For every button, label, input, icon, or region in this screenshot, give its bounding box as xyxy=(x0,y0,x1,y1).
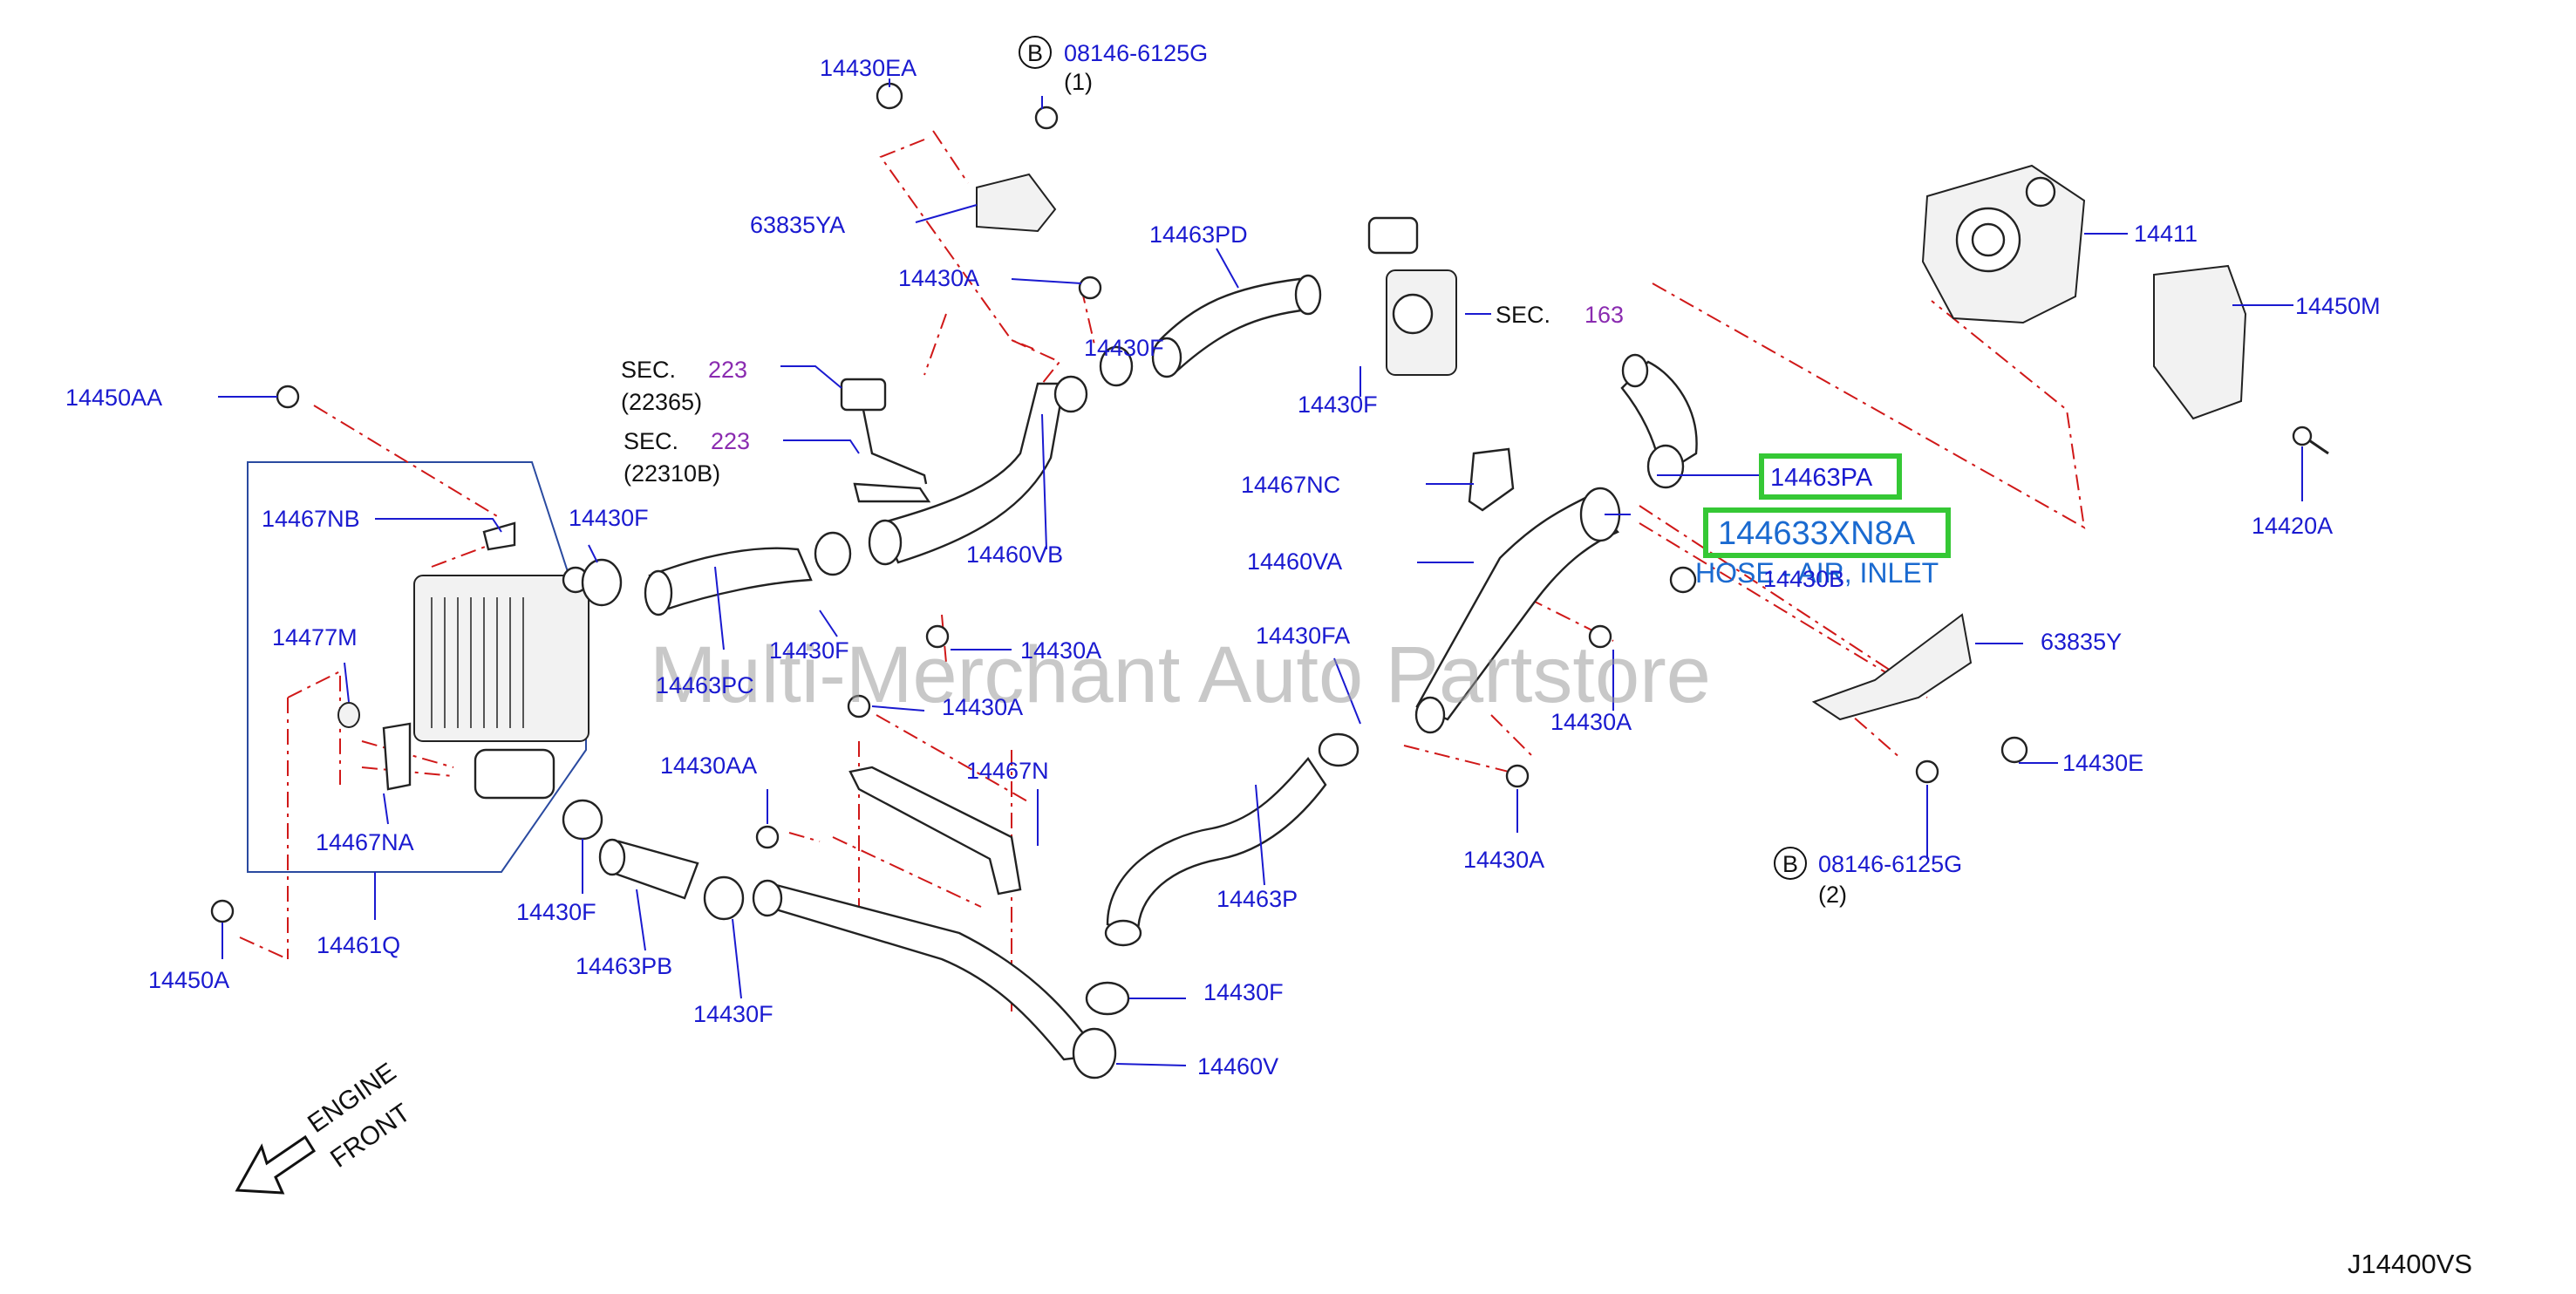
throttle-body xyxy=(1367,216,1457,376)
sec-223b-label: SEC. xyxy=(624,428,678,454)
sec-223a-ref: (22365) xyxy=(621,389,702,415)
bracket-14467NC xyxy=(1468,447,1515,512)
label-14430A-top[interactable]: 14430A xyxy=(898,265,979,291)
label-14460VA[interactable]: 14460VA xyxy=(1247,548,1342,575)
qty-top: (1) xyxy=(1064,69,1093,95)
label-14477M[interactable]: 14477M xyxy=(272,624,358,650)
qty-bottom: (2) xyxy=(1818,882,1847,908)
sec-223b-number[interactable]: 223 xyxy=(711,428,750,454)
heat-shield-63835Y xyxy=(1811,613,1973,721)
b-circle-icon xyxy=(1019,36,1052,69)
highlight-part-description: HOSE - AIR, INLET xyxy=(1695,557,1939,589)
highlight-box-part-number xyxy=(1703,507,1951,558)
intercooler-brackets xyxy=(337,521,516,791)
label-14467NB[interactable]: 14467NB xyxy=(262,506,360,532)
diagram-code: J14400VS xyxy=(2348,1249,2472,1279)
label-14450AA[interactable]: 14450AA xyxy=(65,385,162,411)
hose-14463PA xyxy=(1620,353,1698,489)
highlight-part-number[interactable]: 144633XN8A xyxy=(1718,515,1916,552)
front-arrow-icon xyxy=(235,1134,317,1195)
label-14430F-lowmid[interactable]: 14430F xyxy=(769,637,849,664)
label-14467NC[interactable]: 14467NC xyxy=(1241,472,1340,498)
label-14450M[interactable]: 14450M xyxy=(2295,293,2381,319)
engine-front-indicator: ENGINE FRONT xyxy=(235,1058,416,1195)
watermark: Multi-Merchant Auto Partstore xyxy=(650,630,1711,719)
b-circle-letter: B xyxy=(1027,40,1043,66)
bolt-14420A xyxy=(2292,426,2329,455)
label-14460V[interactable]: 14460V xyxy=(1197,1053,1278,1079)
label-14430F-left[interactable]: 14430F xyxy=(569,505,649,531)
bracket-63835YA xyxy=(976,173,1057,233)
b-circle-letter-bottom: B xyxy=(1782,851,1798,877)
clamp-14430F-mid xyxy=(1099,345,1134,387)
clamps-lower xyxy=(562,799,1130,1016)
clamp-14430F-left xyxy=(581,531,852,607)
pipe-14460VA xyxy=(1414,487,1621,734)
intercooler-group-outline xyxy=(247,461,587,873)
label-14463PD[interactable]: 14463PD xyxy=(1149,221,1248,248)
label-14430B[interactable]: 14430B xyxy=(1763,566,1844,592)
label-63835YA[interactable]: 63835YA xyxy=(750,212,845,238)
sensor-22365 xyxy=(840,378,928,485)
label-14467NA[interactable]: 14467NA xyxy=(316,829,414,855)
label-14467N[interactable]: 14467N xyxy=(966,758,1049,784)
label-14463PC[interactable]: 14463PC xyxy=(656,672,754,698)
label-14463PB[interactable]: 14463PB xyxy=(576,953,672,979)
label-14430AA[interactable]: 14430AA xyxy=(660,753,757,779)
label-14430F-mid[interactable]: 14430F xyxy=(1084,335,1164,361)
label-14430A-low[interactable]: 14430A xyxy=(1463,847,1544,873)
label-63835Y[interactable]: 63835Y xyxy=(2041,629,2122,655)
label-08146-6125G-bottom[interactable]: 08146-6125G xyxy=(1818,851,1962,877)
clamp-14430FA xyxy=(1318,732,1360,767)
highlight-box-14463PA xyxy=(1759,453,1902,500)
label-14430A-mid2[interactable]: 14430A xyxy=(942,694,1023,720)
intercooler xyxy=(413,566,589,800)
label-08146-6125G-top[interactable]: 08146-6125G xyxy=(1064,40,1208,66)
sec-163-number[interactable]: 163 xyxy=(1584,302,1624,328)
highlighted-parts: 14463PA 144633XN8A HOSE - AIR, INLET 144… xyxy=(1695,453,1951,592)
label-14430F-b1[interactable]: 14430F xyxy=(516,899,596,925)
label-14411[interactable]: 14411 xyxy=(2134,221,2198,247)
pipe-14460V xyxy=(752,879,1117,1079)
label-14430A-right[interactable]: 14430A xyxy=(1550,709,1632,735)
label-14430A-mid[interactable]: 14430A xyxy=(1020,637,1101,664)
label-14461Q[interactable]: 14461Q xyxy=(317,932,400,958)
hose-14463P xyxy=(1104,757,1327,947)
leader-lines xyxy=(218,78,2303,1066)
label-14430F-b2[interactable]: 14430F xyxy=(693,1001,773,1027)
label-14430FA[interactable]: 14430FA xyxy=(1256,623,1350,649)
b-circle-icon-bottom xyxy=(1774,847,1807,880)
label-14450A[interactable]: 14450A xyxy=(148,967,229,993)
sec-223a-label: SEC. xyxy=(621,357,676,383)
turbocharger xyxy=(1921,164,2086,324)
sec-223a-number[interactable]: 223 xyxy=(708,357,747,383)
pipe-14460VB xyxy=(853,375,1088,566)
label-14463PA[interactable]: 14463PA xyxy=(1770,464,1873,492)
label-14430EA[interactable]: 14430EA xyxy=(820,55,917,81)
label-14420A[interactable]: 14420A xyxy=(2252,513,2333,539)
label-14460VB[interactable]: 14460VB xyxy=(966,541,1063,568)
hose-14463PB xyxy=(598,838,699,900)
part-labels: 14430EA B 08146-6125G (1) 63835YA 14430A… xyxy=(65,36,2472,1279)
hose-14463PC xyxy=(644,547,813,616)
heat-shield-14450M xyxy=(2153,264,2247,420)
label-14430F-b3[interactable]: 14430F xyxy=(1203,979,1284,1005)
sec-163-label: SEC. xyxy=(1496,302,1550,328)
bracket-14467N xyxy=(848,766,1022,896)
label-14430E[interactable]: 14430E xyxy=(2062,750,2143,776)
label-14463P[interactable]: 14463P xyxy=(1216,886,1298,912)
label-14430F-right[interactable]: 14430F xyxy=(1298,392,1378,418)
hose-14463PD xyxy=(1151,274,1322,378)
bolts-misc xyxy=(210,82,2028,923)
sec-223b-ref: (22310B) xyxy=(624,460,720,487)
